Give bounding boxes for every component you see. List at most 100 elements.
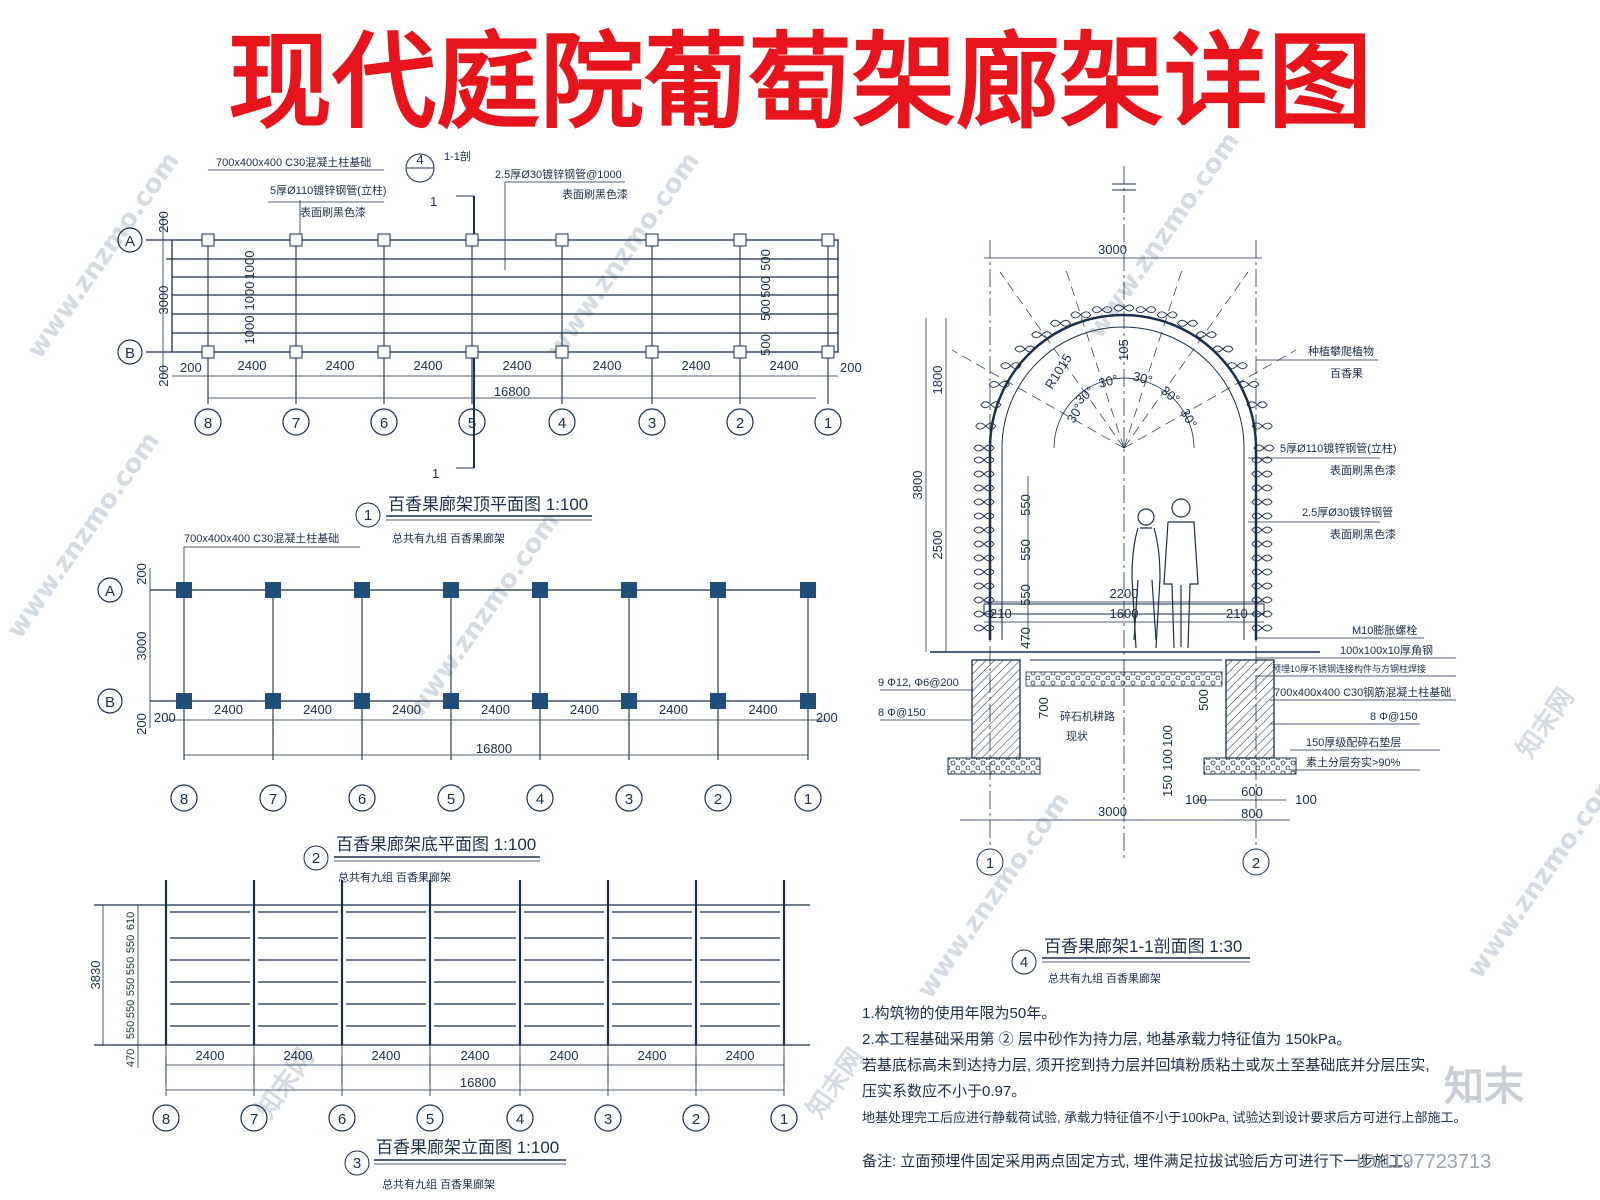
watermark: www.znzmo.com <box>1081 127 1246 344</box>
dim-edge: 200 <box>840 360 862 375</box>
axis-letter: A <box>105 583 115 600</box>
section-marker-num: 4 <box>416 152 423 167</box>
drawing-subtitle: 总共有九组 百香果廊架 <box>338 870 451 884</box>
dim-total-h: 3800 <box>910 471 925 500</box>
label-post-paint: 表面刷黑色漆 <box>1330 463 1396 477</box>
column-footing <box>354 582 370 598</box>
watermark: www.znzmo.com <box>1 427 166 644</box>
axis-bubble <box>638 408 666 436</box>
label-embed: 预埋10厚不锈钢连接构件与方钢柱焊接 <box>1272 663 1426 674</box>
axis-bubble <box>348 784 376 812</box>
dim-100: 100 <box>1160 725 1175 747</box>
label-rebar-left2: 8 Φ@150 <box>878 707 925 719</box>
dim-width-top: 3000 <box>1098 242 1127 257</box>
axis-number: 4 <box>536 791 544 808</box>
axis-bubble <box>458 408 486 436</box>
dim-edge: 200 <box>134 563 149 585</box>
axis-number: 6 <box>358 791 366 808</box>
label-pipe: 2.5厚Ø30镀锌钢管 <box>1302 505 1393 519</box>
axis-bubble <box>282 408 310 436</box>
axis-bubble <box>328 1104 356 1132</box>
dim-span: 2400 <box>326 358 355 373</box>
note-line: 1.构筑物的使用年限为50年。 <box>862 1005 1056 1022</box>
dim-edge: 200 <box>154 710 176 725</box>
plan-top-posts <box>201 233 835 404</box>
axis-letter-bubble <box>117 227 143 253</box>
axis-number: 2 <box>692 1111 700 1128</box>
label-plant: 种植攀爬植物 <box>1308 344 1374 358</box>
post-square <box>289 233 303 247</box>
dim-bench-side: 210 <box>1226 606 1248 621</box>
label-post: 5厚Ø110镀锌钢管(立柱) <box>270 183 387 197</box>
label-foundation: 700x400x400 C30混凝土柱基础 <box>184 531 339 545</box>
axis-number: 4 <box>516 1111 524 1128</box>
axis-bubble <box>594 1104 622 1132</box>
note-line: 2.本工程基础采用第 ② 层中砂作为持力层, 地基承载力特征值为 150kPa。 <box>862 1030 1351 1048</box>
dim-width-bottom: 3000 <box>1098 804 1127 819</box>
axis-number: 8 <box>162 1111 170 1128</box>
drawing-title: 百香果廊架1-1剖面图 1:30 <box>1044 937 1242 956</box>
label-plant2: 百香果 <box>1330 367 1363 380</box>
dim-span: 2400 <box>682 358 711 373</box>
axis-bubble <box>437 784 465 812</box>
column-footing <box>176 582 192 598</box>
axis-bubble <box>704 784 732 812</box>
dim-span: 2400 <box>593 358 622 373</box>
dim-found-w: 600 <box>1241 784 1263 799</box>
column-footing <box>710 582 726 598</box>
drawing-subtitle: 总共有九组 百香果廊架 <box>392 531 505 545</box>
watermark-brand: 知末网 <box>1511 683 1580 764</box>
axis-bubble <box>370 408 398 436</box>
dim-height: 3830 <box>88 961 103 990</box>
section-marker-text: 1-1剖 <box>444 149 471 163</box>
dim-span: 2400 <box>284 1048 313 1063</box>
dim-edge: 200 <box>134 713 149 735</box>
dim-700: 700 <box>1036 697 1051 719</box>
post-square <box>201 233 215 247</box>
label-pipe-paint: 表面刷黑色漆 <box>1330 527 1396 541</box>
axis-bubble <box>152 1104 180 1132</box>
axis-bubble <box>526 784 554 812</box>
cut-label-top: 1 <box>430 194 437 209</box>
post-square <box>465 345 479 359</box>
dim-span: 2400 <box>414 358 443 373</box>
axis-bubble <box>814 408 842 436</box>
plan-top-axis-letters: AB <box>117 227 143 365</box>
image-id: ID:1197723713 <box>1356 1151 1491 1173</box>
dim-row: 550 <box>125 1021 137 1039</box>
column-footing <box>532 582 548 598</box>
post-square <box>733 233 747 247</box>
dim-500: 500 <box>1196 689 1211 711</box>
angle-label: 30° <box>1158 383 1183 407</box>
axis-number: 7 <box>250 1111 258 1128</box>
axis-number: 1 <box>824 415 832 432</box>
section-drawing <box>880 166 1456 862</box>
dim-span: 2400 <box>481 702 510 717</box>
axis-bubble-right: 2 <box>1252 855 1260 872</box>
label-post-paint: 表面刷黑色漆 <box>300 205 366 219</box>
dim-inner: 1000 <box>242 282 257 311</box>
remark: 备注: 立面预埋件固定采用两点固定方式, 埋件满足拉拔试验后方可进行下一步施工。 <box>862 1153 1419 1170</box>
dim-span: 2400 <box>726 1048 755 1063</box>
dim-total: 16800 <box>494 384 530 399</box>
dim-depth: 3000 <box>156 286 171 315</box>
dim-span: 2400 <box>638 1048 667 1063</box>
dim-row: 550 <box>125 935 137 953</box>
column-footing <box>265 582 281 598</box>
axis-number: 1 <box>804 791 812 808</box>
dim-span: 2400 <box>461 1048 490 1063</box>
dim-total: 16800 <box>460 1075 496 1090</box>
dim-inner: 1000 <box>242 316 257 345</box>
dim-span: 2400 <box>214 702 243 717</box>
axis-letter: B <box>105 694 115 711</box>
dim-total: 16800 <box>476 741 512 756</box>
drawing-title: 百香果廊架顶平面图 1:100 <box>388 495 588 514</box>
dim-right: 500 <box>758 249 773 271</box>
dim-inner: 1000 <box>242 251 257 280</box>
brand-logo: 知末 <box>1444 1064 1524 1110</box>
axis-bubble-left: 1 <box>986 855 994 872</box>
post-square <box>555 233 569 247</box>
drawing-subtitle: 总共有九组 百香果廊架 <box>1048 971 1161 985</box>
